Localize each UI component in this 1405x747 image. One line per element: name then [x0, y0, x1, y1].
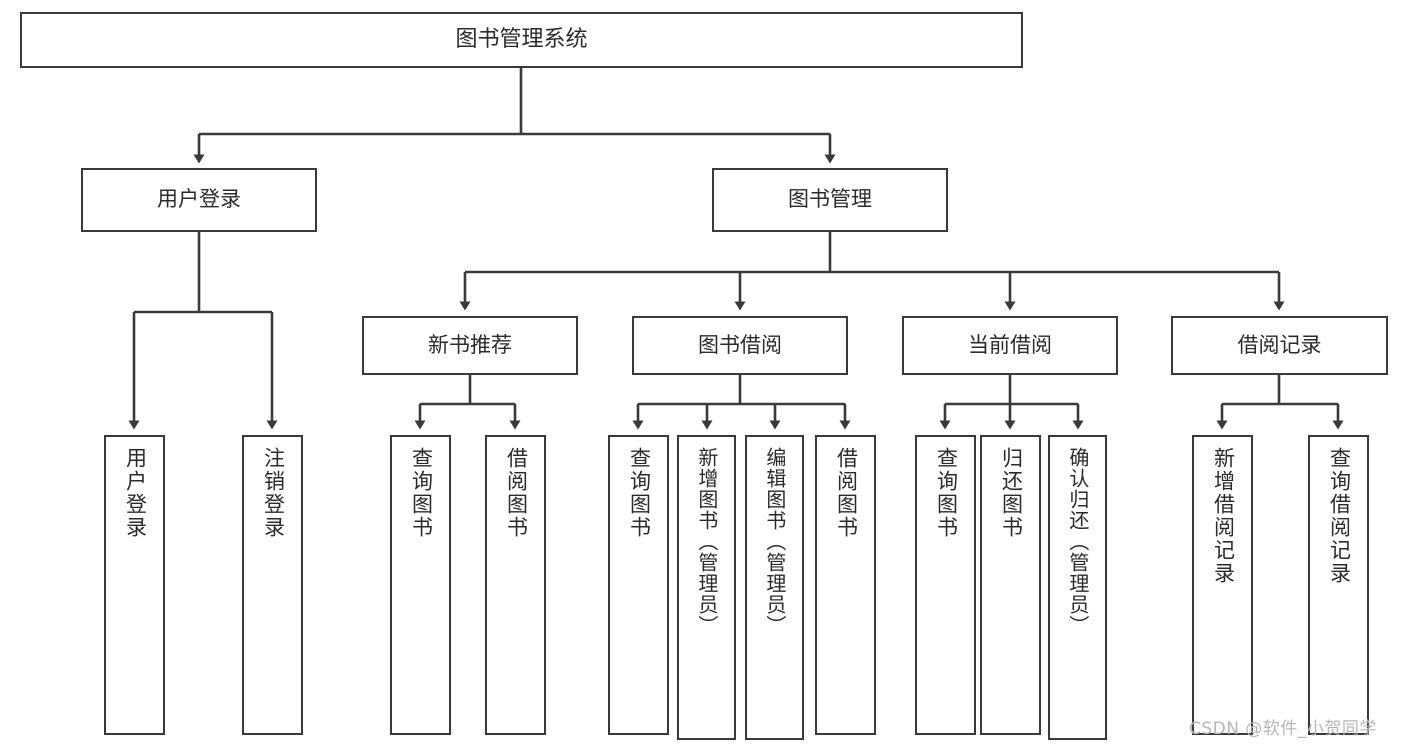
node-user-login[interactable]: 用户登录 — [81, 168, 317, 232]
node-leaf-query-book-2[interactable]: 查询图书 — [608, 435, 669, 735]
node-leaf-return-book[interactable]: 归还图书 — [980, 435, 1041, 735]
node-borrow-record-label: 借阅记录 — [1237, 332, 1322, 357]
node-book-manage[interactable]: 图书管理 — [712, 168, 948, 232]
node-leaf-edit-book[interactable]: 编辑图书（管理员） — [745, 435, 804, 740]
node-leaf-return-book-label: 归还图书 — [999, 447, 1024, 539]
node-leaf-add-record-label: 新增借阅记录 — [1211, 447, 1236, 585]
node-leaf-borrow-book-1[interactable]: 借阅图书 — [485, 435, 546, 735]
node-book-borrow[interactable]: 图书借阅 — [632, 316, 848, 375]
node-borrow-record[interactable]: 借阅记录 — [1171, 316, 1388, 375]
node-leaf-add-book-label: 新增图书（管理员） — [694, 447, 719, 636]
node-leaf-query-record-label: 查询借阅记录 — [1327, 447, 1352, 585]
node-leaf-confirm-return[interactable]: 确认归还（管理员） — [1048, 435, 1107, 740]
csdn-watermark: CSDN @软件_小贺同学 — [1189, 719, 1377, 739]
node-leaf-borrow-book-1-label: 借阅图书 — [504, 447, 529, 539]
node-book-manage-label: 图书管理 — [788, 187, 872, 212]
node-leaf-query-book-1[interactable]: 查询图书 — [390, 435, 451, 735]
node-leaf-query-book-3[interactable]: 查询图书 — [915, 435, 976, 735]
node-leaf-query-record[interactable]: 查询借阅记录 — [1308, 435, 1369, 735]
node-leaf-confirm-return-label: 确认归还（管理员） — [1065, 447, 1090, 636]
node-new-book-rec[interactable]: 新书推荐 — [362, 316, 578, 375]
node-new-book-rec-label: 新书推荐 — [428, 332, 512, 357]
node-leaf-query-book-3-label: 查询图书 — [934, 447, 959, 539]
node-current-borrow[interactable]: 当前借阅 — [902, 316, 1118, 375]
node-user-login-label: 用户登录 — [157, 187, 241, 212]
node-leaf-user-login[interactable]: 用户登录 — [104, 435, 165, 735]
node-root-label: 图书管理系统 — [455, 27, 588, 53]
node-leaf-add-book[interactable]: 新增图书（管理员） — [677, 435, 736, 740]
node-leaf-query-book-1-label: 查询图书 — [409, 447, 434, 539]
node-leaf-borrow-book-2-label: 借阅图书 — [834, 447, 859, 539]
node-root[interactable]: 图书管理系统 — [20, 12, 1023, 68]
node-book-borrow-label: 图书借阅 — [698, 332, 782, 357]
node-leaf-add-record[interactable]: 新增借阅记录 — [1192, 435, 1253, 735]
node-leaf-borrow-book-2[interactable]: 借阅图书 — [815, 435, 876, 735]
node-leaf-logout-label: 注销登录 — [261, 447, 286, 539]
node-leaf-user-login-label: 用户登录 — [123, 447, 148, 539]
node-leaf-edit-book-label: 编辑图书（管理员） — [762, 447, 787, 636]
node-leaf-query-book-2-label: 查询图书 — [627, 447, 652, 539]
node-current-borrow-label: 当前借阅 — [968, 332, 1052, 357]
node-leaf-logout[interactable]: 注销登录 — [242, 435, 303, 735]
